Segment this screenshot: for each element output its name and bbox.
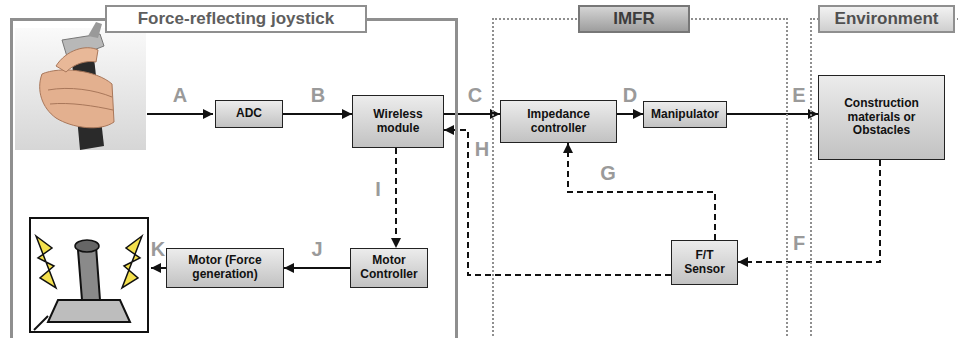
group-panel: Force-reflecting joystickADCWireless mod… [10,18,458,338]
hand-photo [15,22,146,150]
signal-letter: H [472,138,492,162]
signal-letter: I [368,178,388,202]
group-heading: Force-reflecting joystick [105,5,367,33]
signal-arrow [395,148,397,248]
process-box: Motor (Force generation) [166,248,284,288]
process-box: Manipulator [643,101,727,128]
signal-letter: G [598,162,618,186]
signal-arrow [151,267,166,269]
box-label: Motor (Force generation) [171,254,279,282]
group-panel: IMFRImpedance controllerManipulatorF/T S… [492,18,788,338]
signal-letter: K [148,238,168,262]
process-box: Impedance controller [500,100,617,143]
box-label: Manipulator [648,108,722,122]
box-label: Motor Controller [355,254,423,282]
signal-arrow [568,143,715,240]
box-label: F/T Sensor [676,249,733,277]
box-label: Impedance controller [505,108,612,136]
signal-arrow [284,267,350,269]
signal-arrow [283,113,352,115]
group-heading: Environment [818,5,955,33]
process-box: Construction materials or Obstacles [818,75,945,160]
signal-arrow [727,113,818,115]
process-box: ADC [215,100,283,128]
signal-arrow [617,113,643,115]
signal-letter: F [789,232,809,256]
signal-letter: E [789,84,809,108]
box-label: Wireless module [357,108,439,136]
process-box: F/T Sensor [671,240,738,285]
signal-letter: A [170,84,190,108]
process-box: Motor Controller [350,248,428,288]
signal-letter: J [307,238,327,262]
signal-letter: D [620,84,640,108]
signal-arrow [444,130,671,275]
signal-arrow [738,160,880,262]
box-label: Construction materials or Obstacles [823,97,940,138]
joystick-clipart [30,218,148,332]
group-panel: EnvironmentConstruction materials or Obs… [810,18,958,338]
signal-letter: C [465,84,485,108]
process-box: Wireless module [352,95,444,148]
group-heading: IMFR [578,5,690,33]
signal-arrow [147,113,213,115]
box-label: ADC [220,107,278,121]
signal-letter: B [308,84,328,108]
